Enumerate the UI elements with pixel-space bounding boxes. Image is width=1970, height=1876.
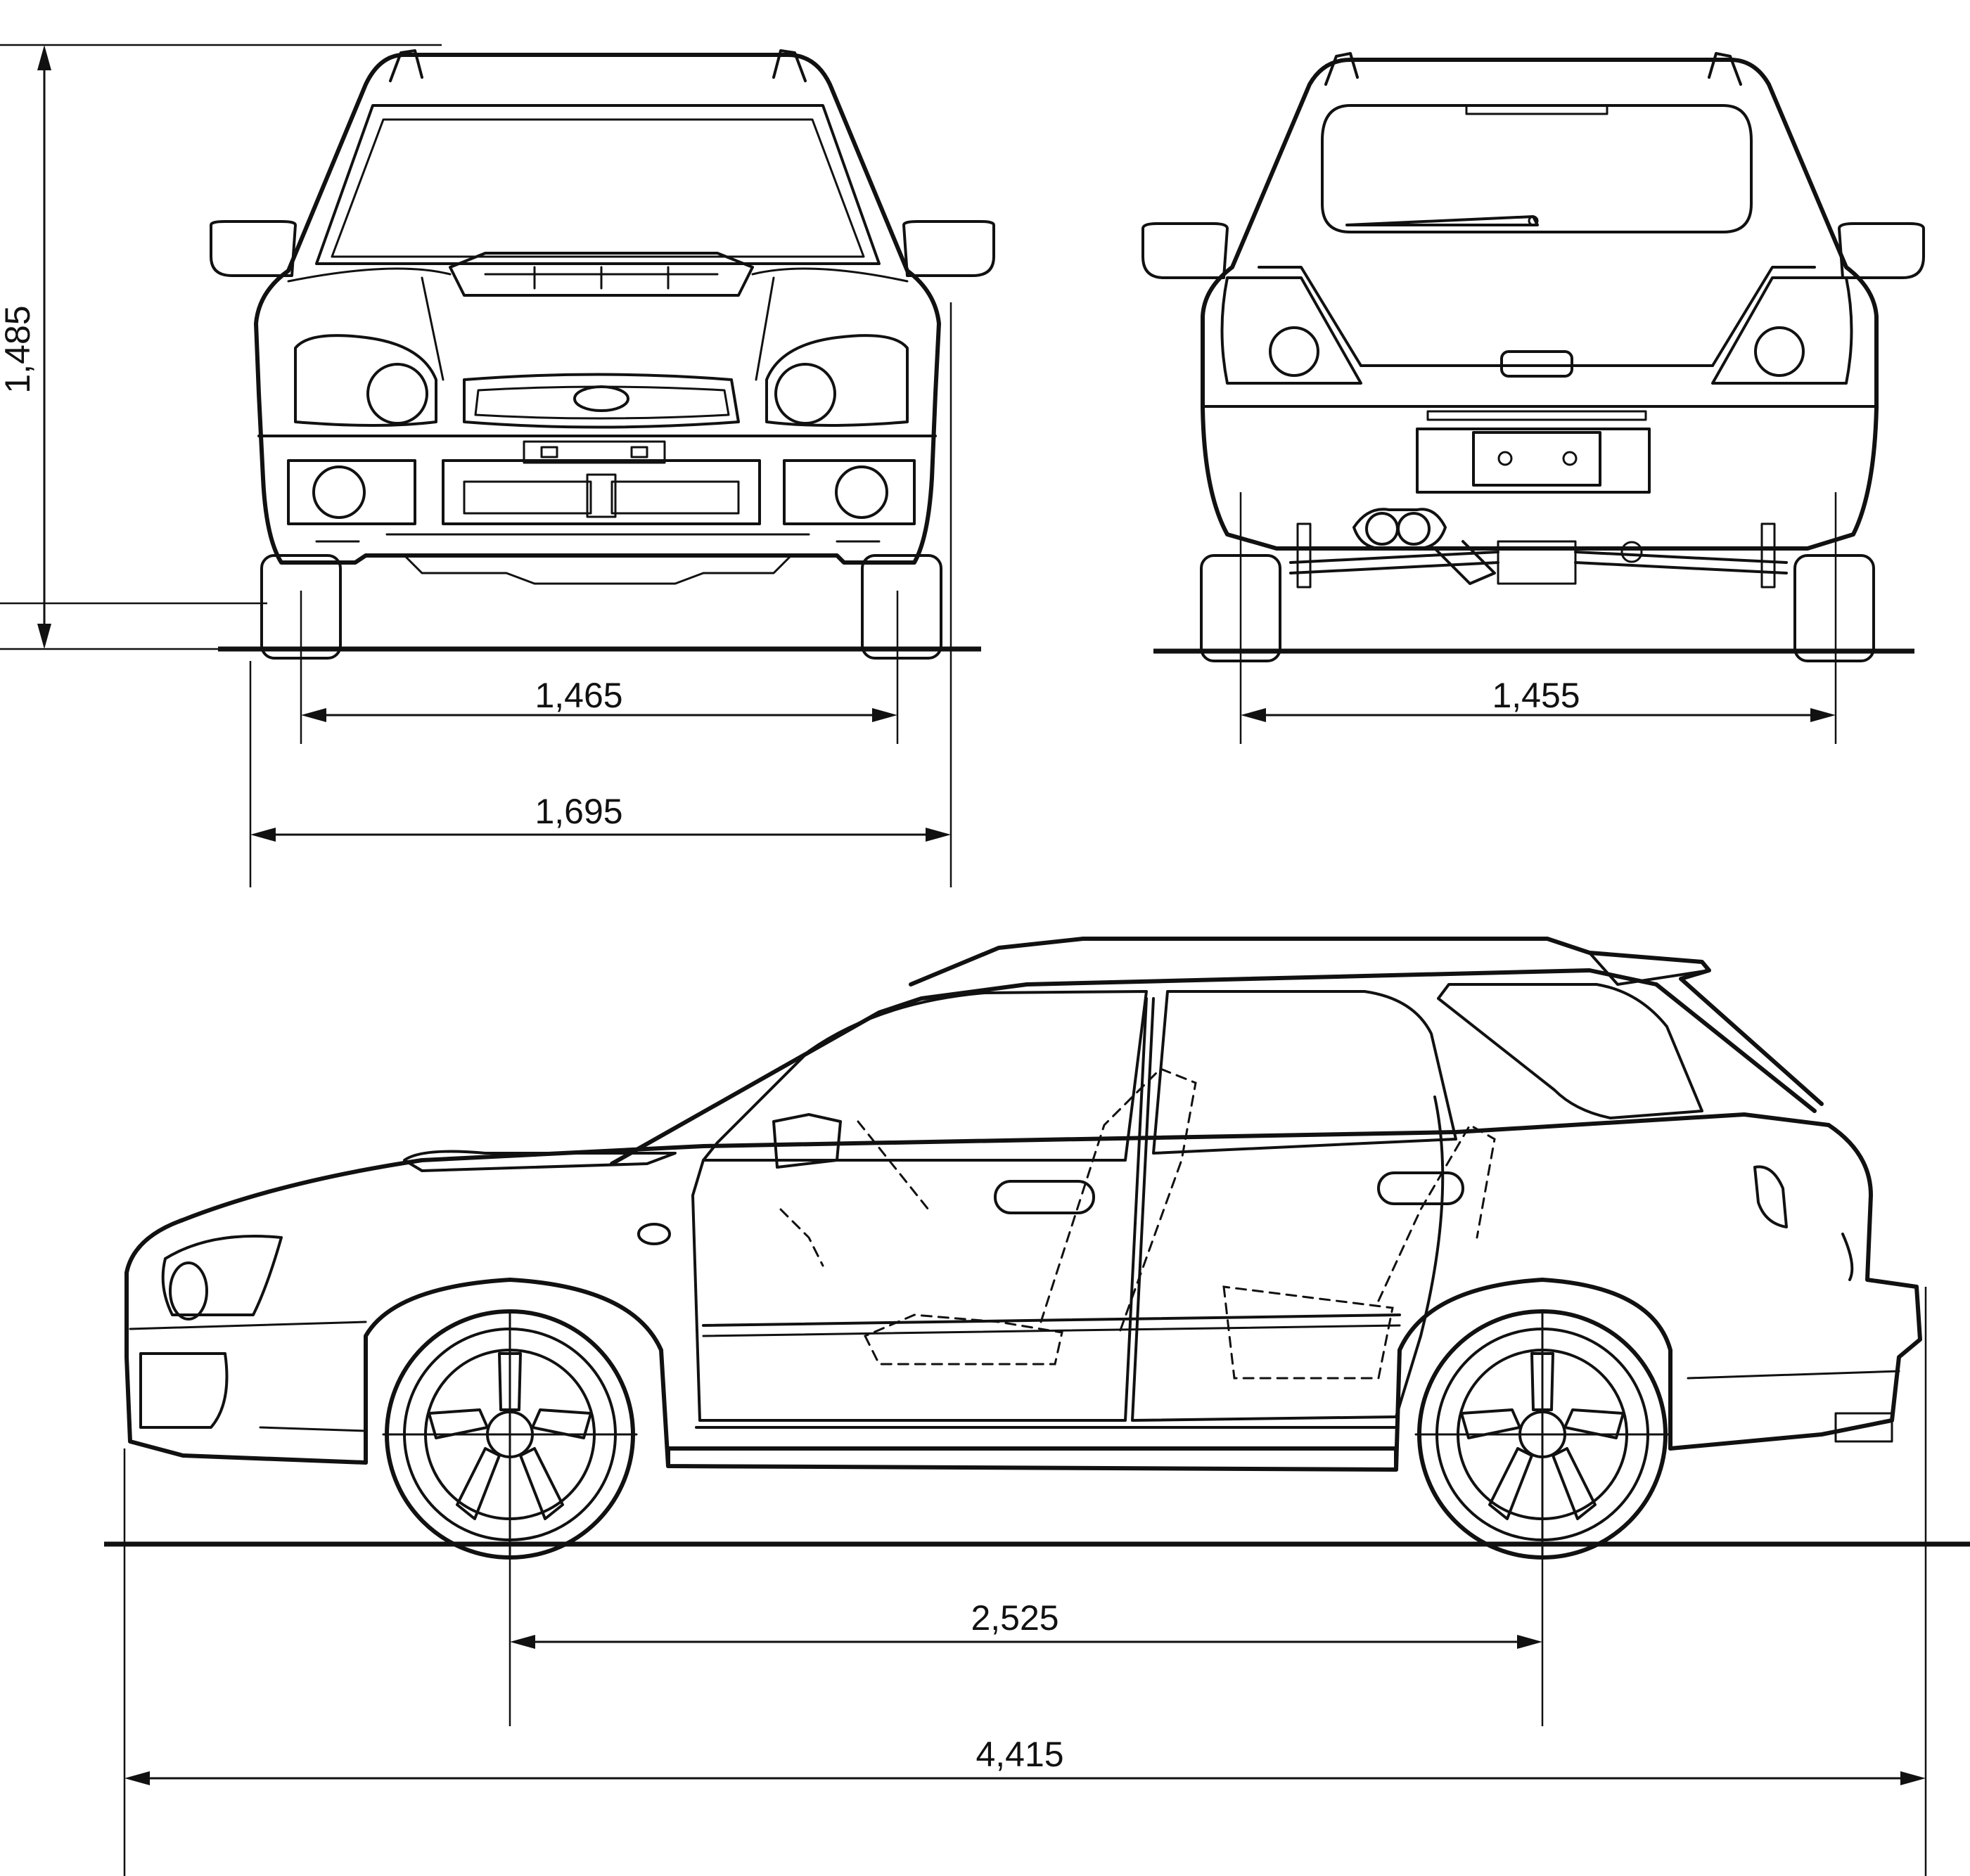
front-windshield-inner bbox=[331, 118, 865, 258]
rear-view bbox=[1141, 52, 1925, 662]
rear-differential bbox=[1497, 540, 1577, 585]
side-front-door-window bbox=[702, 990, 1148, 1162]
front-right-headlight bbox=[765, 334, 909, 427]
side-mirror bbox=[772, 1113, 842, 1169]
front-right-tire bbox=[861, 554, 942, 660]
wheelbase-label: 2,525 bbox=[971, 1598, 1058, 1638]
side-front-wheel-arch bbox=[364, 1278, 670, 1468]
rear-left-mirror bbox=[1141, 222, 1229, 279]
side-rear-wheel-arch bbox=[1394, 1278, 1672, 1472]
rear-right-tire bbox=[1793, 554, 1875, 662]
front-right-fog-housing bbox=[783, 459, 916, 525]
side-hood-scoop bbox=[403, 1150, 677, 1172]
rear-handle bbox=[1500, 350, 1573, 378]
side-headlight bbox=[161, 1235, 283, 1316]
rear-plate-recess bbox=[1416, 428, 1651, 494]
rear-brake-light bbox=[1465, 104, 1608, 115]
front-left-headlight-lens bbox=[366, 363, 428, 425]
front-left-fog-housing bbox=[287, 459, 416, 525]
front-windshield bbox=[315, 104, 881, 265]
front-roof-rail-right bbox=[772, 49, 807, 82]
front-license-bracket bbox=[523, 440, 666, 464]
rear-body-outline bbox=[1201, 58, 1879, 551]
rear-roof-rail-left bbox=[1324, 52, 1359, 86]
side-body-outline bbox=[124, 1112, 1922, 1451]
rear-right-taillight-lens bbox=[1754, 326, 1805, 377]
front-right-headlight-lens bbox=[774, 363, 836, 425]
rear-window bbox=[1321, 104, 1753, 233]
front-track-label: 1,465 bbox=[535, 676, 622, 715]
rear-right-taillight bbox=[1711, 276, 1853, 385]
front-grille bbox=[463, 373, 740, 429]
rear-track-label: 1,455 bbox=[1492, 676, 1580, 715]
front-hood-scoop bbox=[449, 252, 754, 297]
side-quarter-window bbox=[1437, 983, 1703, 1119]
dimension-lines bbox=[0, 44, 1927, 1876]
side-roof-outline bbox=[909, 937, 1824, 1106]
side-front-door bbox=[691, 997, 1148, 1422]
front-right-mirror bbox=[902, 220, 995, 277]
side-rear-spoiler bbox=[1588, 951, 1710, 986]
side-front-seat bbox=[863, 1067, 1197, 1366]
rear-roof-rail-right bbox=[1708, 52, 1742, 86]
rear-left-taillight-lens bbox=[1269, 326, 1319, 377]
front-left-headlight bbox=[294, 334, 437, 427]
front-lower-intake bbox=[442, 459, 761, 525]
rear-right-mirror bbox=[1838, 222, 1925, 279]
side-fuel-door bbox=[637, 1223, 671, 1245]
front-view bbox=[210, 49, 995, 660]
side-rear-seat bbox=[1222, 1123, 1496, 1380]
side-front-door-handle bbox=[994, 1180, 1095, 1214]
side-rear-door bbox=[1131, 997, 1445, 1422]
front-width-label: 1,695 bbox=[535, 792, 622, 831]
front-right-fog-light bbox=[835, 465, 888, 519]
side-taillight bbox=[1753, 1165, 1788, 1228]
side-steering bbox=[779, 1120, 930, 1267]
front-left-mirror bbox=[210, 220, 297, 277]
front-roof-rail-left bbox=[389, 49, 423, 82]
side-rear-door-window bbox=[1152, 990, 1457, 1155]
side-fog-light bbox=[139, 1352, 229, 1429]
front-left-fog-light bbox=[312, 465, 366, 519]
rear-wiper bbox=[1345, 215, 1539, 226]
rear-left-taillight bbox=[1220, 276, 1362, 385]
side-exhaust-tip bbox=[1834, 1412, 1893, 1443]
side-headlight-lens bbox=[169, 1261, 208, 1321]
side-sill bbox=[666, 1446, 1398, 1472]
side-front-bumper bbox=[124, 1271, 368, 1465]
height-label: 1,485 bbox=[0, 305, 37, 393]
rear-exhaust bbox=[1352, 508, 1447, 550]
side-rear-door-handle bbox=[1377, 1171, 1464, 1205]
length-label: 4,415 bbox=[976, 1735, 1063, 1774]
rear-license-plate bbox=[1472, 431, 1601, 487]
front-badge bbox=[573, 385, 629, 412]
side-view bbox=[104, 937, 1970, 1560]
side-windshield-line bbox=[610, 968, 1817, 1166]
